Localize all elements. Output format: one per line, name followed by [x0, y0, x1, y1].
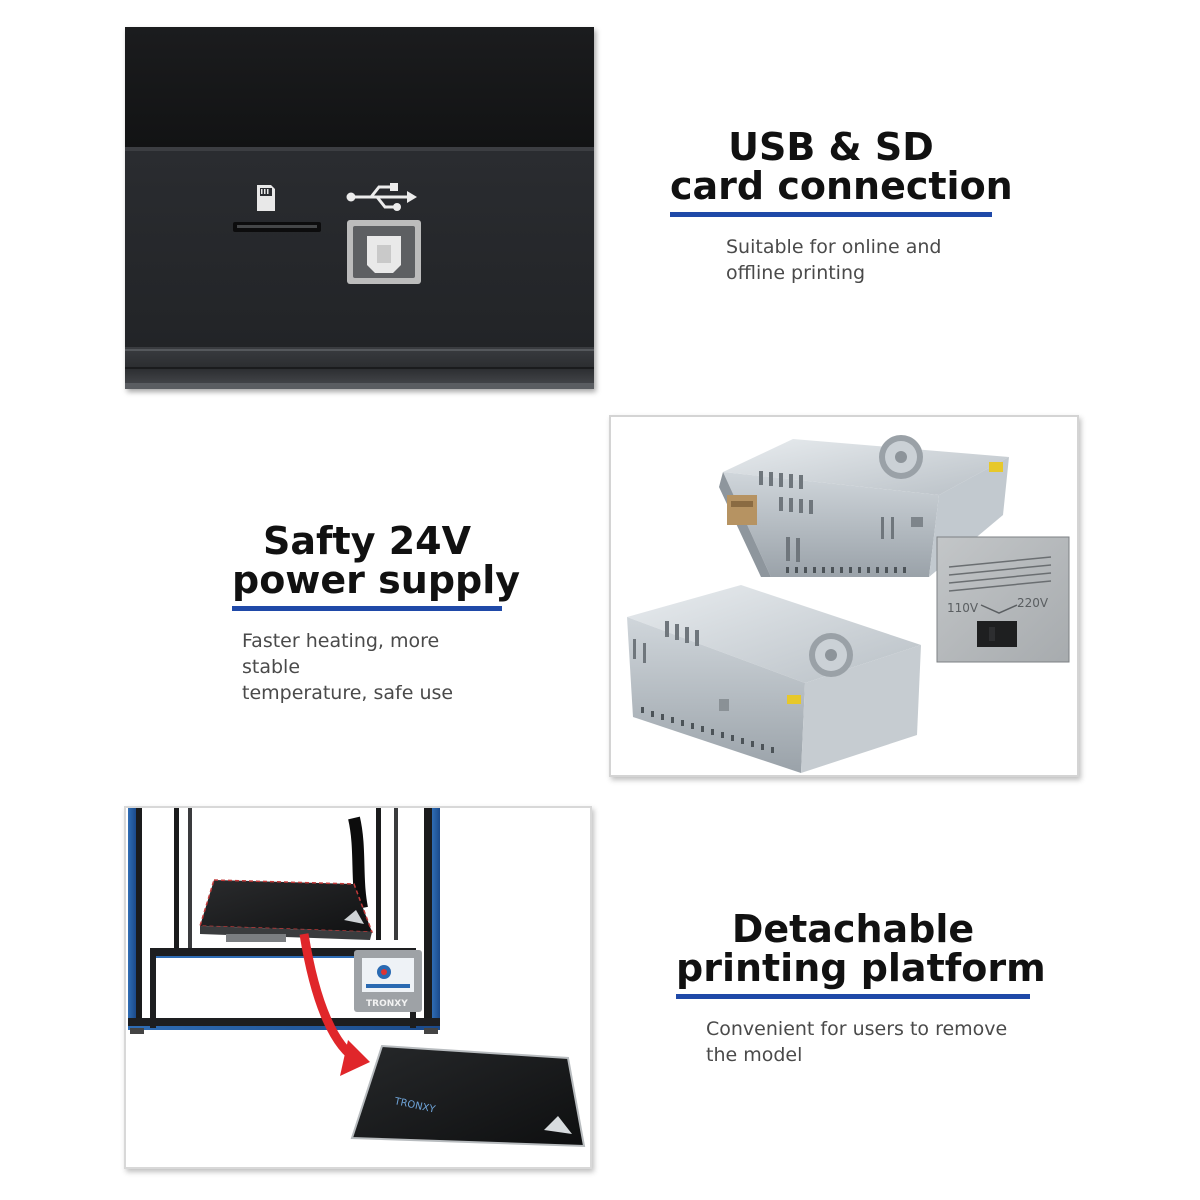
detachable-platform-photo: TRONXY TRONXY	[124, 806, 592, 1169]
sd-card-icon	[257, 185, 275, 211]
control-screen: TRONXY	[354, 950, 422, 1012]
screen-brand-label: TRONXY	[366, 999, 408, 1009]
feature-title: USB & SD card connection	[670, 125, 1013, 208]
title-line-1: Safty 24V	[263, 519, 471, 563]
power-supply-photo: 110V 220V	[609, 415, 1079, 777]
title-underline	[676, 994, 1030, 999]
magnetic-build-sheet: TRONXY	[350, 1044, 586, 1148]
usb-b-port	[347, 220, 421, 284]
feature-power-supply: Safty 24V power supply Faster heating, m…	[232, 519, 521, 706]
title-line-1: Detachable	[731, 907, 975, 951]
desc-line-2: offline printing	[726, 262, 866, 284]
usb-icon	[353, 185, 407, 209]
title-underline	[232, 606, 502, 611]
title-line-2: power supply	[232, 558, 521, 602]
sd-card-slot	[233, 222, 321, 232]
psu-lower	[627, 585, 921, 773]
desc-line-1: Convenient for users to remove	[706, 1018, 1008, 1040]
voltage-label-110v: 110V	[947, 601, 979, 615]
heated-bed	[198, 879, 374, 942]
feature-title: Safty 24V power supply	[232, 519, 521, 602]
feature-title: Detachable printing platform	[676, 907, 1046, 990]
title-line-2: printing platform	[676, 946, 1046, 990]
title-line-1: USB & SD	[728, 125, 934, 169]
desc-line-2: temperature, safe use	[242, 682, 454, 704]
voltage-switch-inset: 110V 220V	[936, 536, 1070, 663]
usb-sd-port-photo	[125, 27, 594, 389]
feature-description: Faster heating, more stable temperature,…	[242, 628, 502, 706]
desc-line-1: Faster heating, more stable	[242, 630, 440, 678]
feature-usb-sd: USB & SD card connection Suitable for on…	[670, 125, 1013, 286]
feature-description: Convenient for users to remove the model	[706, 1016, 1030, 1068]
desc-line-2: the model	[706, 1044, 803, 1066]
title-underline	[670, 212, 992, 217]
desc-line-1: Suitable for online and	[726, 236, 942, 258]
printer-frame	[128, 808, 440, 1034]
voltage-label-220v: 220V	[1017, 596, 1049, 610]
feature-detachable-platform: Detachable printing platform Convenient …	[676, 907, 1046, 1068]
title-line-2: card connection	[670, 164, 1013, 208]
feature-description: Suitable for online and offline printing	[726, 234, 992, 286]
removal-arrow	[299, 933, 370, 1076]
